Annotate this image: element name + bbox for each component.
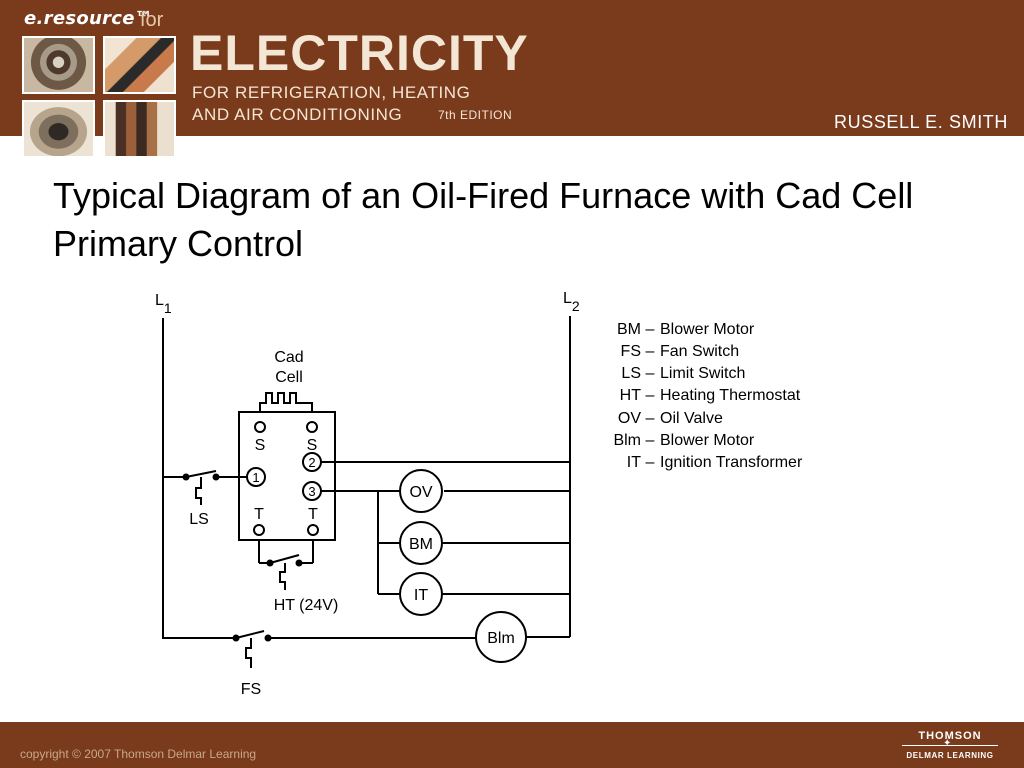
legend-description: Blower Motor [660, 321, 755, 338]
legend-separator: – [646, 410, 655, 427]
terminal-2-circle [302, 452, 322, 472]
load-blm-label: Blm [487, 630, 515, 647]
terminal-2-label: 2 [308, 455, 315, 470]
cad-cell-symbol [259, 392, 313, 411]
legend-separator: – [646, 343, 655, 360]
fs-switch-blade [235, 630, 265, 639]
junction-dot [212, 473, 220, 481]
thumbnail-blower-image [22, 100, 95, 158]
legend-description: Limit Switch [660, 365, 745, 382]
book-edition: 7th EDITION [438, 108, 513, 122]
legend-item: FS – Fan Switch [621, 343, 740, 360]
legend-item: LS – Limit Switch [621, 365, 745, 382]
legend-code: IT [627, 454, 641, 471]
load-ov-circle [399, 469, 443, 513]
junction-dot [266, 559, 274, 567]
terminal-t-left-node [253, 524, 265, 536]
cad-cell-label-line1: Cad [274, 349, 303, 366]
ls-switch-actuator [195, 477, 202, 505]
terminal-3-circle [302, 481, 322, 501]
legend-description: Fan Switch [660, 343, 739, 360]
legend-description: Heating Thermostat [660, 387, 801, 404]
ht-switch-actuator [279, 563, 286, 590]
l2-label: L2 [563, 290, 580, 314]
terminal-s-left-node [254, 421, 266, 433]
publisher-star-icon: ✦ [943, 738, 952, 749]
publisher-logo-rule [902, 745, 998, 746]
footer-bar [0, 722, 1024, 768]
legend-separator: – [646, 454, 655, 471]
copyright-text: copyright © 2007 Thomson Delmar Learning [20, 747, 257, 761]
ht-label: HT (24V) [274, 597, 339, 614]
legend-code: LS [621, 365, 641, 382]
publisher-sub-logo: DELMAR LEARNING [906, 751, 994, 760]
legend-item: OV – Oil Valve [618, 410, 723, 427]
load-bm-circle [399, 521, 443, 565]
legend-item: HT – Heating Thermostat [620, 387, 801, 404]
terminal-t-right-node [307, 524, 319, 536]
thumbnail-motor-image [22, 36, 95, 94]
legend-code: BM [617, 321, 641, 338]
legend-code: OV [618, 410, 641, 427]
fs-label: FS [241, 681, 261, 698]
legend: BM – Blower Motor FS – Fan Switch LS – L… [613, 321, 803, 471]
terminal-1-label: 1 [252, 470, 259, 485]
ls-switch-blade [185, 470, 217, 478]
brand-logo: e.resource™ [24, 8, 154, 29]
book-title: ELECTRICITY [190, 25, 529, 81]
book-author: RUSSELL E. SMITH [834, 112, 1008, 132]
legend-description: Oil Valve [660, 410, 723, 427]
legend-item: Blm – Blower Motor [613, 432, 754, 449]
legend-item: IT – Ignition Transformer [627, 454, 803, 471]
control-box [238, 411, 336, 541]
legend-code: HT [620, 387, 642, 404]
ls-label: LS [189, 511, 209, 528]
legend-separator: – [646, 321, 655, 338]
junction-dot [232, 634, 240, 642]
l1-label: L1 [155, 292, 172, 316]
junction-dot [182, 473, 190, 481]
ht-switch-blade [269, 554, 300, 564]
junction-dot [295, 559, 303, 567]
legend-separator: – [646, 387, 655, 404]
book-subtitle-line1: FOR REFRIGERATION, HEATING [192, 83, 471, 102]
legend-separator: – [646, 432, 655, 449]
terminal-3-label: 3 [308, 484, 315, 499]
publisher-logo: THOMSON [918, 730, 982, 742]
load-bm-label: BM [409, 536, 433, 553]
legend-description: Ignition Transformer [660, 454, 803, 471]
cad-cell-label-line2: Cell [275, 369, 303, 386]
brand-for-text: for [140, 9, 164, 31]
thumbnail-relay-image [103, 100, 176, 158]
legend-code: FS [621, 343, 641, 360]
legend-item: BM – Blower Motor [617, 321, 755, 338]
terminal-t-left-label: T [254, 506, 264, 523]
legend-description: Blower Motor [660, 432, 755, 449]
legend-separator: – [646, 365, 655, 382]
terminal-s-right-node [306, 421, 318, 433]
fs-switch-actuator [245, 638, 252, 668]
thumbnail-meter-image [103, 36, 176, 94]
terminal-s-left-label: S [255, 437, 266, 454]
book-subtitle-line2: AND AIR CONDITIONING [192, 105, 403, 124]
load-blm-circle [475, 611, 527, 663]
junction-dot [264, 634, 272, 642]
terminal-t-right-label: T [308, 506, 318, 523]
terminal-s-right-label: S [307, 437, 318, 454]
load-ov-label: OV [409, 484, 432, 501]
legend-code: Blm [613, 432, 641, 449]
load-it-circle [399, 572, 443, 616]
load-it-label: IT [414, 587, 428, 604]
terminal-1-circle [246, 467, 266, 487]
slide-title: Typical Diagram of an Oil-Fired Furnace … [53, 175, 914, 264]
